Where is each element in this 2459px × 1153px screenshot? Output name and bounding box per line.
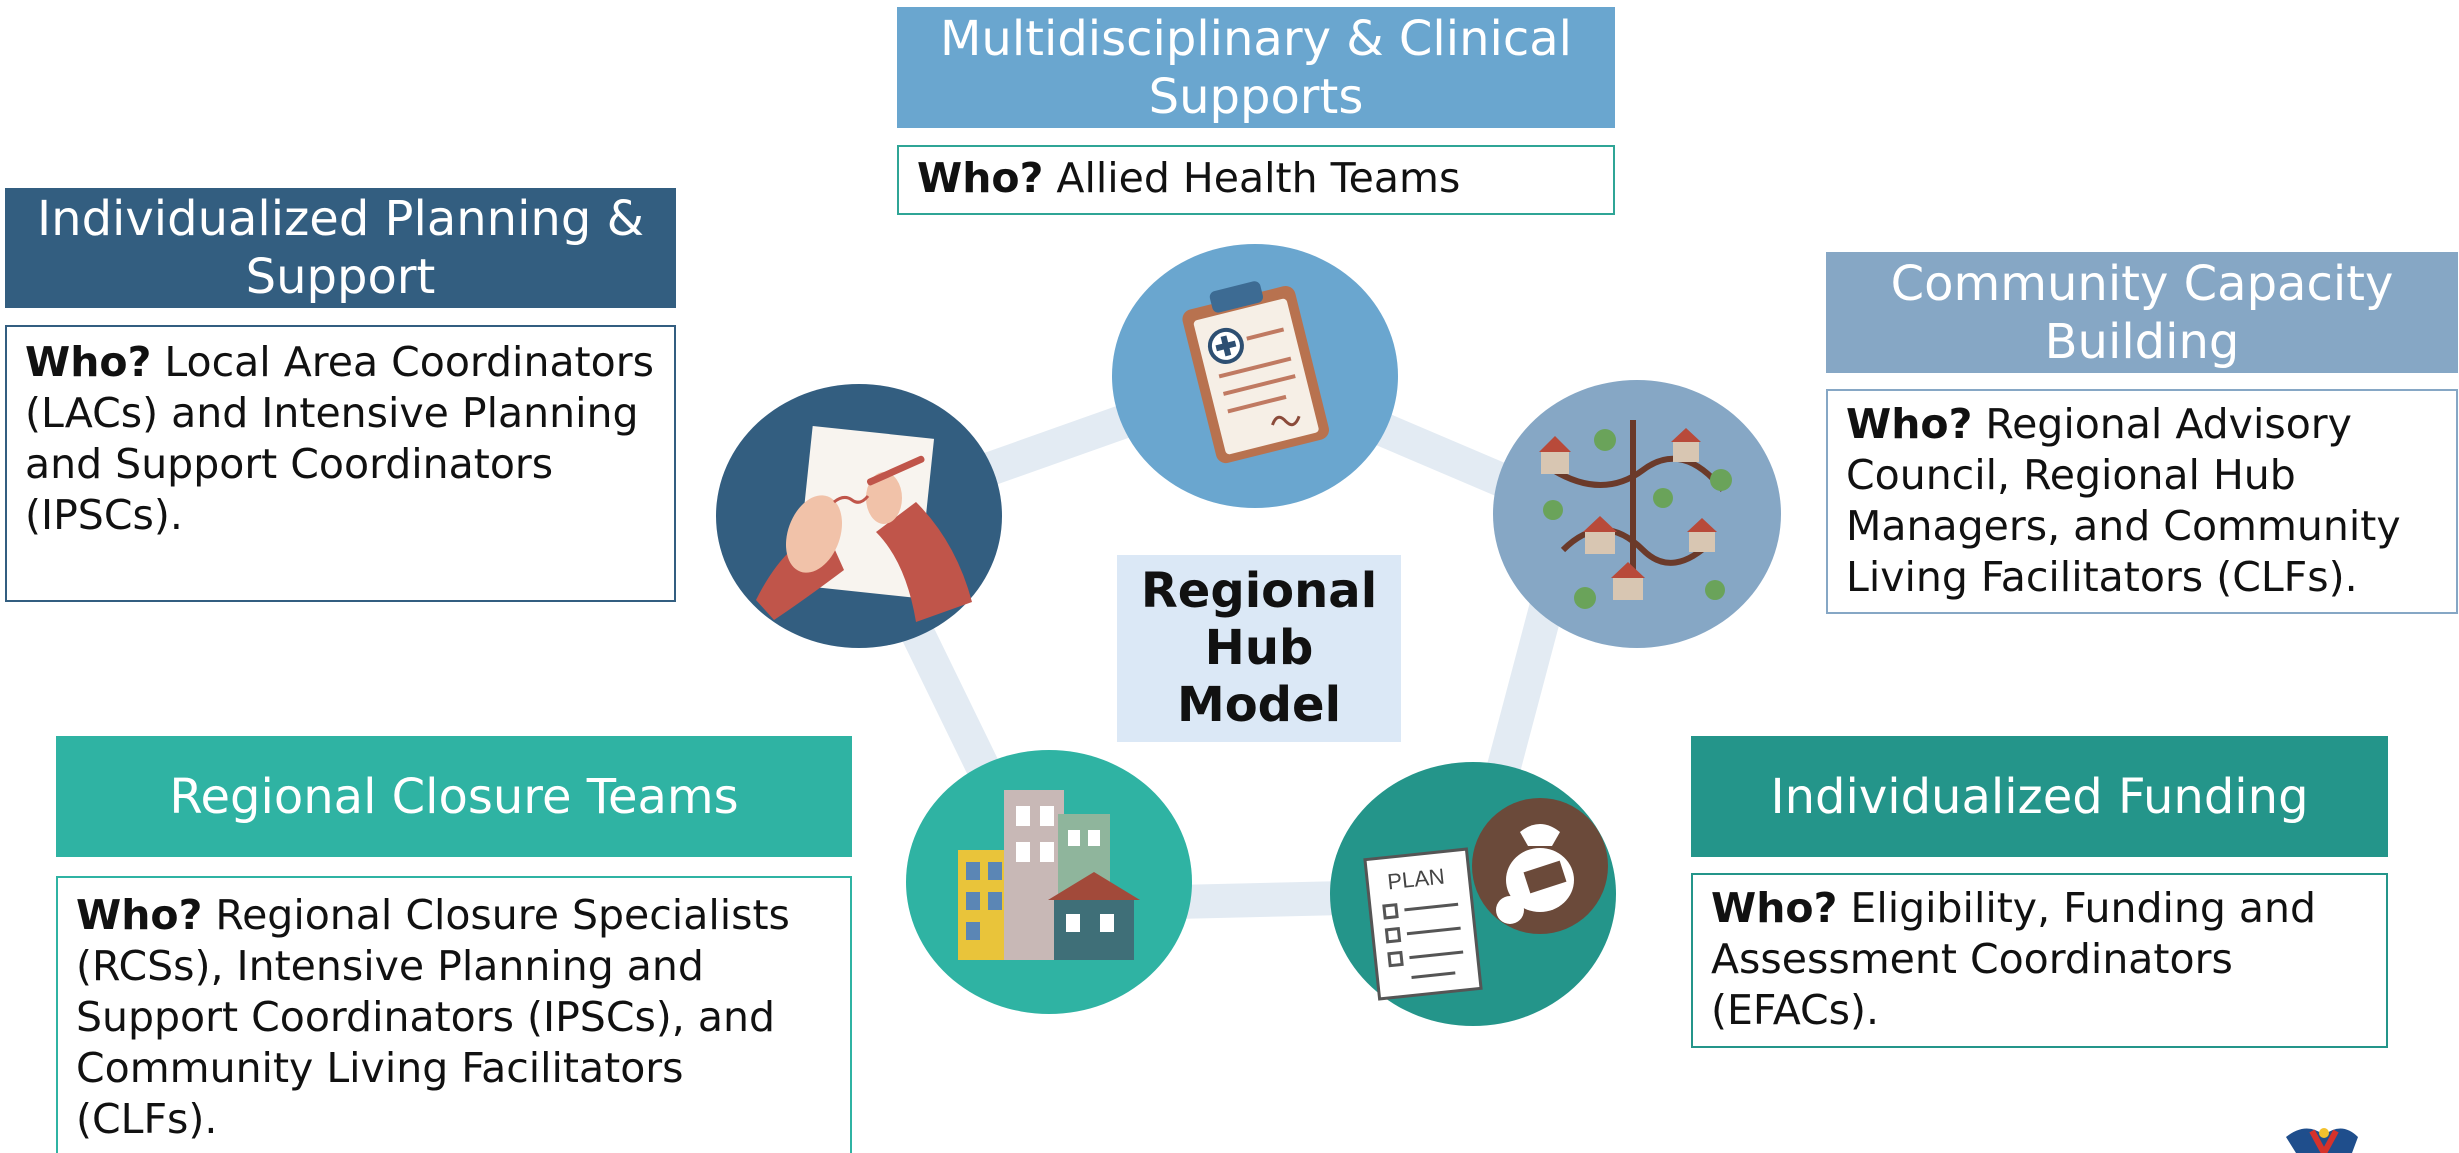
who-label: Who?: [76, 891, 203, 939]
village-map-icon: [1493, 380, 1781, 648]
who-text: Allied Health Teams: [1056, 154, 1461, 202]
center-label: Regional Hub Model: [1117, 555, 1401, 742]
header-line: Individualized Planning &: [36, 191, 644, 247]
center-title-line: Regional: [1140, 563, 1378, 619]
community-capacity-who-box: Who? Regional Advisory Council, Regional…: [1826, 389, 2458, 614]
center-title-line: Model: [1176, 677, 1342, 733]
individualized-planning-who-box: Who? Local Area Coordinators (LACs) and …: [5, 325, 676, 602]
who-label: Who?: [1711, 884, 1838, 932]
header-line: Multidisciplinary & Clinical: [939, 10, 1572, 67]
who-text: Regional Closure Specialists (RCSs), Int…: [76, 891, 790, 1143]
header-line: Community Capacity: [1890, 255, 2394, 312]
header-line: Regional Closure Teams: [169, 768, 739, 825]
individualized-funding-header: Individualized Funding: [1691, 736, 2388, 857]
header-line: Individualized Funding: [1770, 768, 2309, 825]
regional-closure-header: Regional Closure Teams: [56, 736, 852, 857]
who-text: Eligibility, Funding and Assessment Coor…: [1711, 884, 2317, 1034]
clipboard-icon: [1112, 244, 1398, 508]
header-line: Building: [2044, 313, 2240, 370]
individualized-funding-who-box: Who? Eligibility, Funding and Assessment…: [1691, 873, 2388, 1048]
individualized-planning-header: Individualized Planning & Support: [5, 188, 676, 308]
multidisciplinary-header: Multidisciplinary & Clinical Supports: [897, 7, 1615, 128]
multidisciplinary-who-box: Who? Allied Health Teams: [897, 145, 1615, 215]
header-line: Support: [245, 249, 436, 305]
hand-writing-icon: [716, 384, 1002, 648]
who-label: Who?: [917, 154, 1044, 202]
who-text: Regional Advisory Council, Regional Hub …: [1846, 400, 2401, 601]
header-line: Supports: [1148, 68, 1364, 125]
who-text: Local Area Coordinators (LACs) and Inten…: [25, 338, 654, 539]
center-title-line: Hub: [1204, 620, 1314, 676]
regional-closure-who-box: Who? Regional Closure Specialists (RCSs)…: [56, 876, 852, 1153]
plan-money-icon: PLAN: [1330, 762, 1616, 1026]
buildings-icon: [906, 750, 1192, 1014]
plan-label: PLAN: [1386, 864, 1446, 895]
nova-scotia-flag-icon: [2286, 1128, 2358, 1153]
community-capacity-header: Community Capacity Building: [1826, 252, 2458, 373]
who-label: Who?: [1846, 400, 1973, 448]
who-label: Who?: [25, 338, 152, 386]
